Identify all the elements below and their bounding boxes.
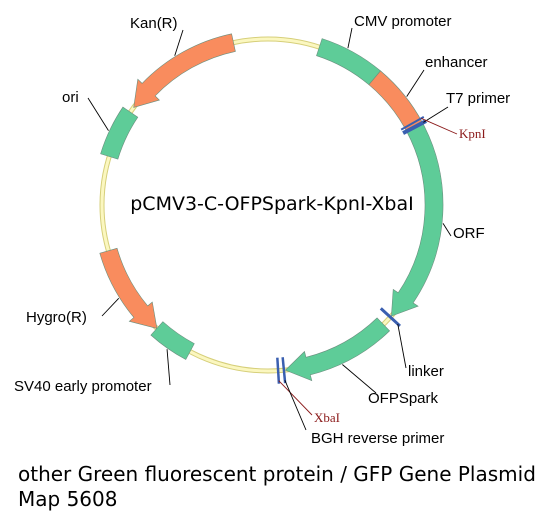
leader-cmv-promoter (347, 27, 353, 49)
leader-sv40-early-promoter (166, 349, 171, 386)
mark-kpni-site (400, 115, 425, 131)
segment-hygro (99, 247, 158, 329)
label-cmv-promoter: CMV promoter (354, 13, 452, 30)
caption-line-1: other Green fluorescent protein / GFP Ge… (18, 462, 536, 486)
label-ori: ori (62, 89, 79, 106)
label-orf: ORF (453, 225, 485, 242)
mark-bgh-primer (281, 357, 287, 384)
leader-kpni (421, 117, 458, 135)
label-bgh-reverse-primer: BGH reverse primer (311, 430, 444, 447)
label-hygro: Hygro(R) (26, 309, 87, 326)
leader-bgh-reverse-primer (284, 380, 307, 431)
segment-sv40-early-promoter (150, 321, 195, 360)
label-sv40-early-promoter: SV40 early promoter (14, 378, 152, 395)
segment-orf (391, 122, 444, 317)
label-t7-primer: T7 primer (446, 90, 510, 107)
label-enhancer: enhancer (425, 54, 488, 71)
leader-ori (87, 97, 109, 131)
leader-enhancer (406, 69, 425, 97)
mark-linker (379, 307, 401, 328)
label-ofpspark: OFPSpark (368, 390, 439, 407)
site-label-xbai: XbaI (314, 410, 340, 425)
segment-kan (133, 33, 236, 108)
leader-orf (442, 223, 452, 237)
leader-xbai (278, 380, 313, 416)
segment-ori (100, 106, 139, 160)
leader-kan (174, 29, 184, 56)
leader-ofpspark (342, 364, 377, 394)
plasmid-map: pCMV3-C-OFPSpark-KpnI-XbaI CMV promoter … (14, 13, 510, 447)
caption-line-2: Map 5608 (18, 487, 118, 511)
label-linker: linker (408, 363, 444, 380)
figure-caption: other Green fluorescent protein / GFP Ge… (18, 462, 539, 512)
plasmid-name: pCMV3-C-OFPSpark-KpnI-XbaI (130, 193, 414, 215)
mark-t7-primer (402, 119, 427, 135)
site-label-kpni: KpnI (459, 126, 486, 141)
leader-hygro (101, 297, 120, 317)
leader-t7-primer (423, 106, 449, 123)
mark-xbai-site (276, 357, 281, 384)
label-kan: Kan(R) (130, 15, 178, 32)
leader-linker (397, 323, 407, 369)
segment-ofpspark (284, 317, 391, 382)
